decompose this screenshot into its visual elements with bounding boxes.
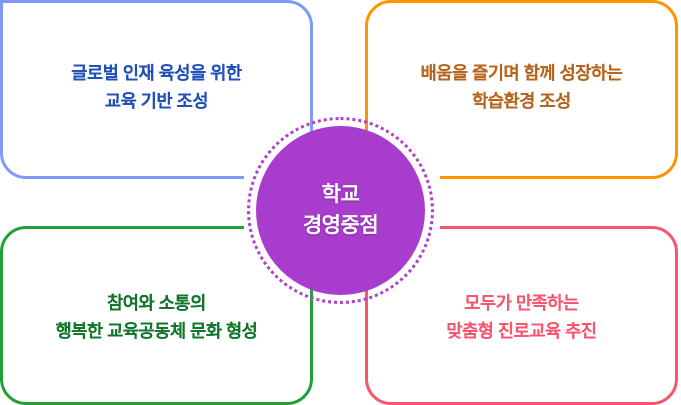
quadrant-label-bottom-left: 참여와 소통의 행복한 교육공동체 문화 형성 — [55, 293, 258, 341]
center-hub-line-1: 학교 — [321, 183, 360, 207]
center-hub-circle: 학교 경영중점 — [256, 126, 425, 295]
center-hub: 학교 경영중점 — [247, 117, 434, 304]
center-hub-line-2: 경영중점 — [302, 213, 379, 237]
quadrant-label-bottom-right: 모두가 만족하는 맞춤형 진로교육 추진 — [446, 293, 597, 341]
quadrant-card-top-left: 글로벌 인재 육성을 위한 교육 기반 조성 — [0, 0, 313, 179]
quadrant-label-top-left: 글로벌 인재 육성을 위한 교육 기반 조성 — [71, 63, 242, 111]
center-hub-dotted-ring — [247, 117, 434, 304]
quadrant-label-top-right: 배움을 즐기며 함께 성장하는 학습환경 조성 — [420, 63, 623, 111]
